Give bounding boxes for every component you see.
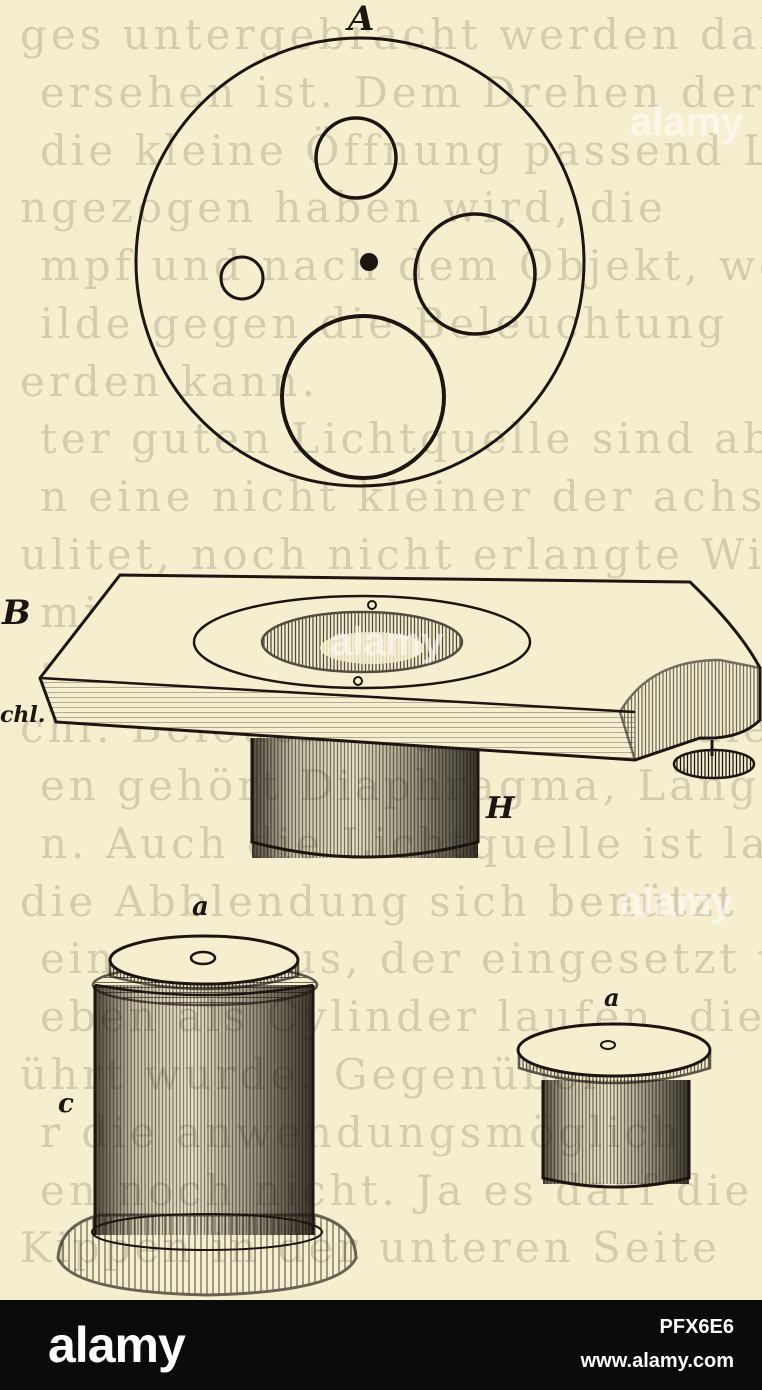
center-pivot [360,253,378,271]
engraving-figure: A B chl. H a c [0,0,762,1297]
small-cap-body-shading [543,1080,689,1184]
plate-front-edge [40,678,635,760]
label-chl: chl. [0,702,45,728]
label-a-top: a [192,892,209,922]
tube-H-shading [252,738,478,858]
label-B: B [1,593,31,633]
cylinder-body-shading [95,985,313,1235]
label-a-small: a [604,983,620,1012]
small-cap-top [516,1022,712,1078]
figure-b-stage-plate: B chl. H [0,573,762,859]
aperture-large-right [413,212,537,336]
aperture-largest-bottom [280,314,446,480]
stage-opening-highlight [320,632,424,664]
tube-H-outline [250,738,480,859]
aperture-small-left [219,255,265,301]
small-cap-body-outline [541,1080,691,1189]
site-url: www.alamy.com [580,1350,734,1372]
cap-top [108,934,300,986]
disk-outline [134,36,586,488]
figure-c-cylinder: a c [56,892,358,1297]
screw-knob [672,748,756,780]
screw-hole-top [367,600,377,610]
plate-lug [618,658,762,762]
aperture-medium-top [314,116,398,200]
small-cap-hole [600,1040,616,1050]
cap-hole [189,950,217,966]
alamy-logo: alamy [48,1317,186,1373]
label-c: c [58,1089,74,1119]
stage-recess [192,594,532,690]
image-id: PFX6E6 [659,1316,734,1338]
figure-a-small-cap: a [516,983,712,1189]
stock-footer-bar: alamy PFX6E6 www.alamy.com [0,1300,762,1390]
screw-hole-bottom [353,676,363,686]
label-H: H [485,791,516,826]
plate-edge-line [39,676,636,714]
label-A: A [345,0,374,39]
figure-a-diaphragm-disk: A [134,0,586,488]
